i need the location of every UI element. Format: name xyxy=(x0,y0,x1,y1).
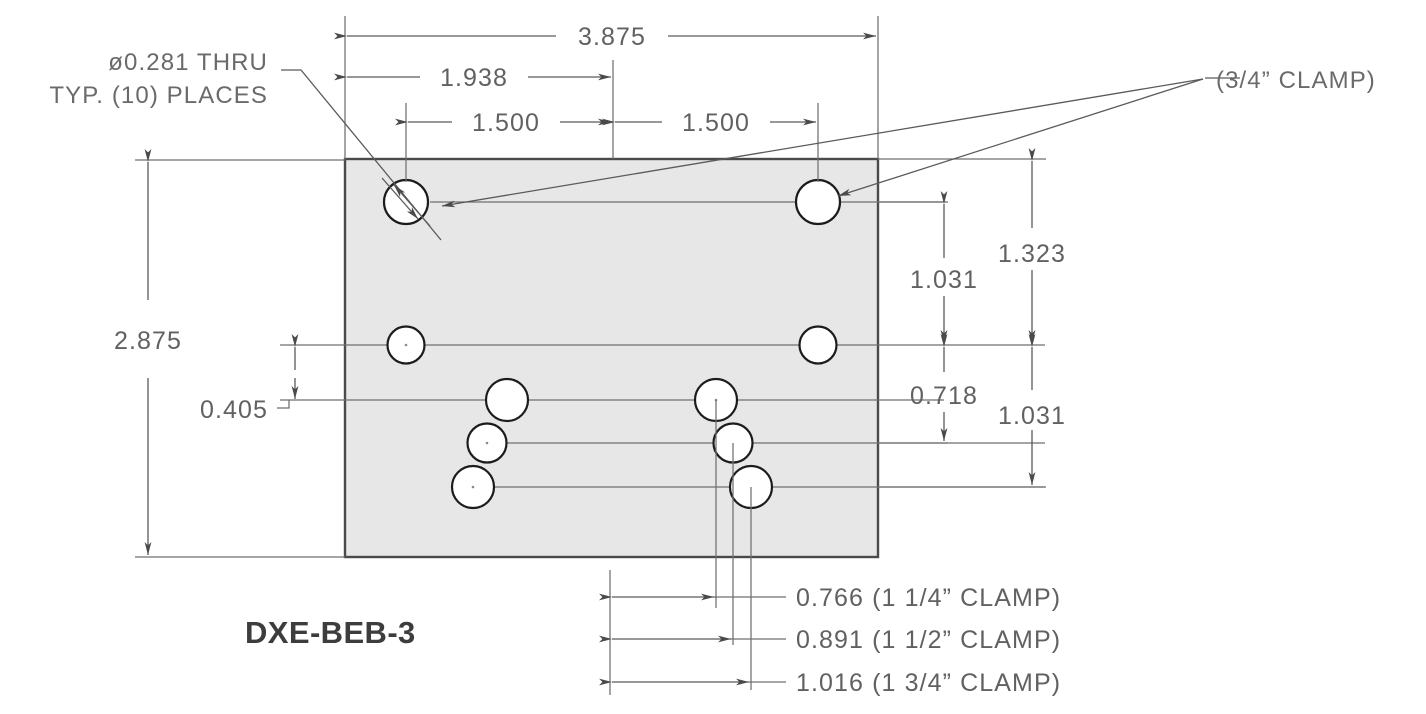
dimension-right-outer-lower: 1.031 xyxy=(878,334,1066,488)
dim-label-1938: 1.938 xyxy=(440,64,508,92)
clamp-callout-leaders xyxy=(441,77,1240,208)
plate-outline xyxy=(343,157,880,559)
dimension-pitch-left: 1.500 xyxy=(395,103,611,182)
dim-label-pitch-left: 1.500 xyxy=(472,109,540,137)
dimension-right-inner-upper: 1.031 xyxy=(878,191,978,343)
dim-label-pitch-right: 1.500 xyxy=(682,109,750,137)
center-mark xyxy=(485,441,489,445)
hole-mid-right xyxy=(798,325,838,365)
dimension-bottom-3: 1.016 (1 3/4” CLAMP) xyxy=(599,669,1061,697)
bottom-extension-lines xyxy=(609,400,752,695)
clamp-callout-label: (3/4” CLAMP) xyxy=(1216,67,1376,94)
hole-row3-left xyxy=(484,377,530,423)
dim-label-overall-width: 3.875 xyxy=(578,23,646,51)
center-mark xyxy=(404,343,408,347)
dimension-0405: 0.405 xyxy=(200,334,299,424)
dimension-right-outer-upper: 1.323 xyxy=(878,148,1066,343)
dim-label-right-outer-upper: 1.323 xyxy=(998,240,1066,268)
dim-label-right-outer-lower: 1.031 xyxy=(998,402,1066,430)
dim-label-right-inner-lower: 0.718 xyxy=(910,382,978,410)
hole-spec-line2: TYP. (10) PLACES xyxy=(49,82,268,109)
dimension-overall-width: 3.875 xyxy=(334,16,879,159)
dimension-overall-height: 2.875 xyxy=(114,149,345,558)
dim-label-overall-height: 2.875 xyxy=(114,327,182,355)
dim-label-bottom-2: 0.891 (1 1/2” CLAMP) xyxy=(796,626,1061,654)
dim-label-right-inner-upper: 1.031 xyxy=(910,266,978,294)
hole-spec-line1: ø0.281 THRU xyxy=(108,49,268,76)
center-mark xyxy=(471,485,475,489)
hole-top-right xyxy=(794,178,842,226)
part-number-label: DXE-BEB-3 xyxy=(245,615,416,650)
dimension-right-inner-lower: 0.718 xyxy=(878,334,978,444)
dimension-bottom-1: 0.766 (1 1/4” CLAMP) xyxy=(599,584,1061,612)
dim-label-bottom-3: 1.016 (1 3/4” CLAMP) xyxy=(796,669,1061,697)
hole-spec-leader xyxy=(281,69,442,241)
dimension-1938: 1.938 xyxy=(334,60,614,159)
dim-label-0405: 0.405 xyxy=(200,396,268,424)
dim-label-bottom-1: 0.766 (1 1/4” CLAMP) xyxy=(796,584,1061,612)
hole-top-left xyxy=(382,178,430,226)
dimension-pitch-right: 1.500 xyxy=(602,103,819,182)
dimension-bottom-2: 0.891 (1 1/2” CLAMP) xyxy=(599,626,1061,654)
